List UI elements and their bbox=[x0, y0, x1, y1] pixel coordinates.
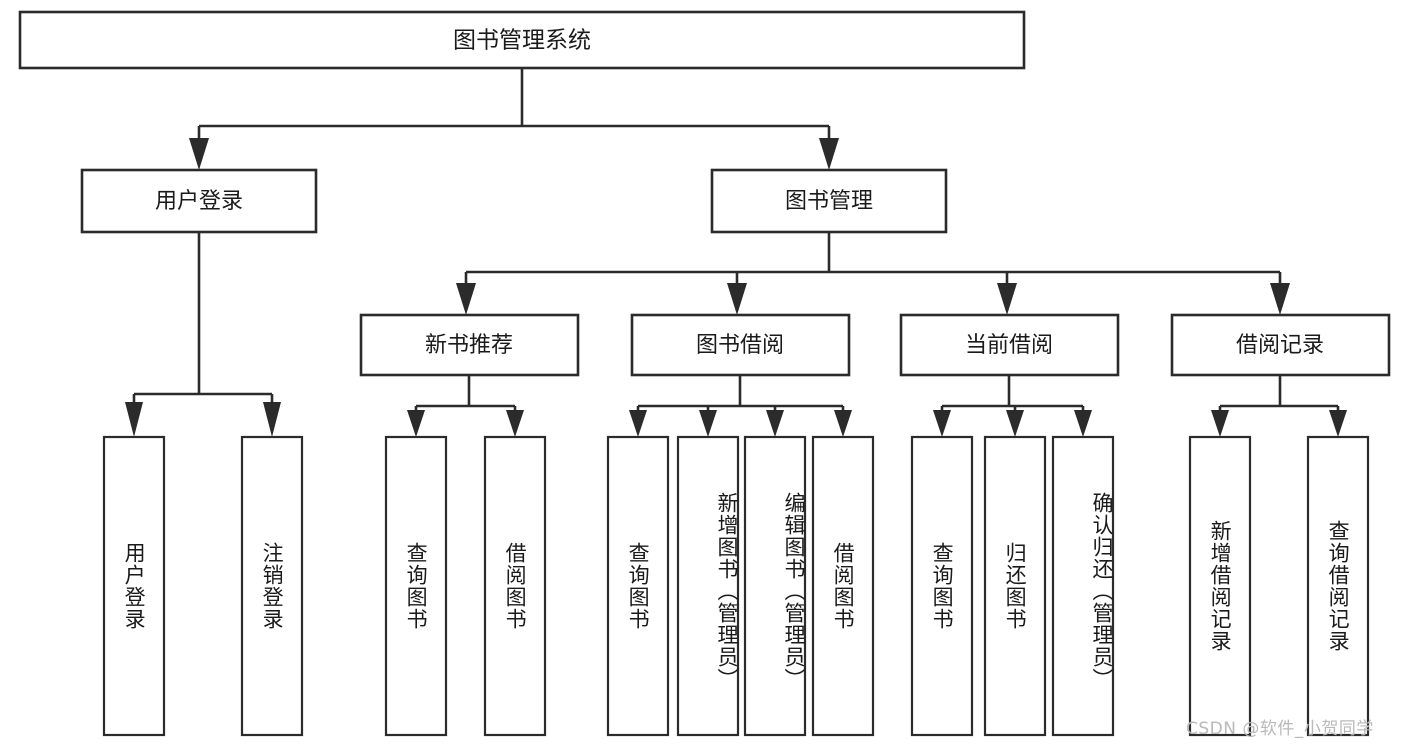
node-book-borrow-label: 图书借阅 bbox=[696, 333, 784, 358]
connector-group-login-to-leaves bbox=[125, 232, 281, 437]
leaf-box-add-book-admin[interactable] bbox=[676, 435, 740, 737]
node-current-borrow-box[interactable] bbox=[899, 313, 1120, 377]
arrowhead-icon bbox=[125, 402, 143, 437]
node-borrow-record-box[interactable] bbox=[1170, 313, 1391, 377]
leaf-box-query-book-new[interactable] bbox=[384, 435, 448, 737]
connector-group-record-to-leaves bbox=[1211, 375, 1347, 437]
arrowhead-icon bbox=[1074, 410, 1092, 437]
leaf-boxes bbox=[102, 435, 1370, 737]
connector-group-root-to-level2 bbox=[189, 68, 839, 170]
leaf-box-add-borrow-record[interactable] bbox=[1188, 435, 1252, 737]
watermark-text: CSDN @软件_小贺同学 bbox=[1186, 719, 1374, 739]
arrowhead-icon bbox=[1211, 410, 1229, 437]
node-book-management[interactable]: 图书管理 bbox=[710, 168, 948, 234]
node-root-box[interactable] bbox=[18, 10, 1026, 70]
connector-group-borrow-to-leaves bbox=[629, 375, 852, 437]
arrowhead-icon bbox=[699, 410, 717, 437]
node-book-management-box[interactable] bbox=[710, 168, 948, 234]
arrowhead-icon bbox=[506, 410, 524, 437]
arrowhead-icon bbox=[766, 410, 784, 437]
arrowhead-icon bbox=[189, 138, 209, 170]
node-borrow-record-label: 借阅记录 bbox=[1236, 333, 1324, 358]
node-new-book-recommend-box[interactable] bbox=[359, 313, 580, 377]
node-book-management-label: 图书管理 bbox=[785, 189, 873, 214]
node-root-label: 图书管理系统 bbox=[453, 28, 591, 54]
arrowhead-icon bbox=[1270, 283, 1290, 315]
node-book-borrow[interactable]: 图书借阅 bbox=[630, 313, 851, 377]
leaf-box-borrow-book-new[interactable] bbox=[483, 435, 547, 737]
leaf-box-query-borrow-record[interactable] bbox=[1306, 435, 1370, 737]
leaf-box-borrow-book[interactable] bbox=[811, 435, 875, 737]
arrowhead-icon bbox=[407, 410, 425, 437]
arrowhead-icon bbox=[727, 283, 747, 315]
node-current-borrow[interactable]: 当前借阅 bbox=[899, 313, 1120, 377]
node-current-borrow-label: 当前借阅 bbox=[965, 333, 1053, 358]
arrowhead-icon bbox=[819, 138, 839, 170]
connector-group-newbook-to-leaves bbox=[407, 375, 524, 437]
node-user-login-label: 用户登录 bbox=[155, 189, 243, 214]
node-root[interactable]: 图书管理系统 bbox=[18, 10, 1026, 70]
node-borrow-record[interactable]: 借阅记录 bbox=[1170, 313, 1391, 377]
leaf-box-query-book-borrow[interactable] bbox=[606, 435, 670, 737]
node-user-login[interactable]: 用户登录 bbox=[80, 168, 318, 234]
node-book-borrow-box[interactable] bbox=[630, 313, 851, 377]
arrowhead-icon bbox=[263, 402, 281, 437]
arrowhead-icon bbox=[456, 283, 476, 315]
node-new-book-recommend[interactable]: 新书推荐 bbox=[359, 313, 580, 377]
arrowhead-icon bbox=[933, 410, 951, 437]
node-user-login-box[interactable] bbox=[80, 168, 318, 234]
arrowhead-icon bbox=[1006, 410, 1024, 437]
arrowhead-icon bbox=[629, 410, 647, 437]
connector-group-bookmgmt-to-level3 bbox=[456, 232, 1290, 315]
leaf-box-query-book-current[interactable] bbox=[910, 435, 974, 737]
arrowhead-icon bbox=[997, 283, 1017, 315]
leaf-box-edit-book-admin[interactable] bbox=[743, 435, 807, 737]
arrowhead-icon bbox=[1329, 410, 1347, 437]
arrowhead-icon bbox=[834, 410, 852, 437]
leaf-box-user-login[interactable] bbox=[102, 435, 166, 737]
leaf-box-logout-login[interactable] bbox=[240, 435, 304, 737]
leaf-box-return-book[interactable] bbox=[983, 435, 1047, 737]
connector-group-current-to-leaves bbox=[933, 375, 1092, 437]
leaf-box-confirm-return-admin[interactable] bbox=[1051, 435, 1115, 737]
node-new-book-recommend-label: 新书推荐 bbox=[425, 333, 513, 358]
